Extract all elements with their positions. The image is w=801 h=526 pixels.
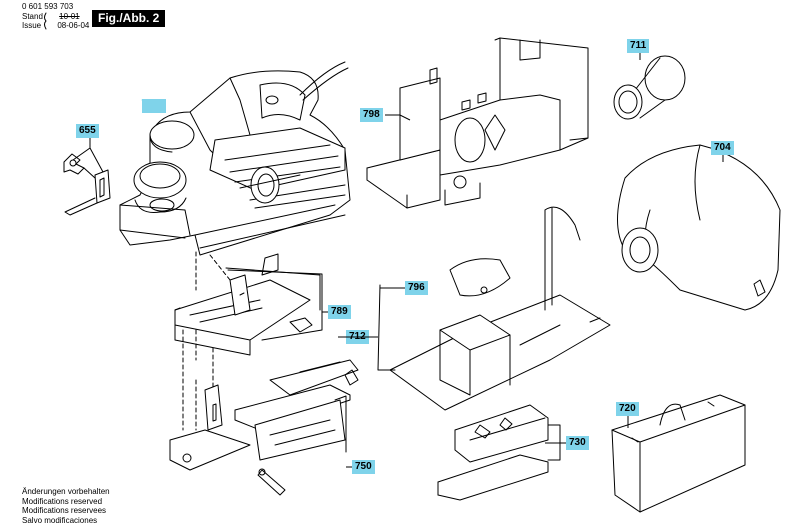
note-es: Salvo modificaciones bbox=[22, 515, 98, 525]
callout-655[interactable]: 655 bbox=[76, 124, 99, 138]
planer-body-drawing bbox=[119, 61, 351, 256]
issue-line: Issue 08-06-04 bbox=[22, 21, 89, 31]
stand-value: 10-01 bbox=[59, 12, 80, 21]
callout-730[interactable]: 730 bbox=[566, 436, 589, 450]
figure-title: Fig./Abb. 2 bbox=[92, 10, 166, 27]
callout-798[interactable]: 798 bbox=[360, 108, 383, 122]
callout-711[interactable]: 711 bbox=[627, 39, 650, 53]
assembly-dashed-lines bbox=[182, 251, 231, 431]
modifications-notes: Änderungen vorbehalten Modifications res… bbox=[22, 487, 110, 525]
fence-750-drawing bbox=[169, 359, 359, 496]
bracket-712-line bbox=[377, 284, 396, 371]
stand-line: Stand 10-01 bbox=[22, 12, 80, 22]
callout-720[interactable]: 720 bbox=[616, 402, 639, 416]
header-brace bbox=[44, 12, 47, 30]
case-720-drawing bbox=[611, 394, 746, 513]
doc-number: 0 601 593 703 bbox=[22, 2, 74, 11]
note-de: Änderungen vorbehalten bbox=[22, 487, 110, 496]
base-712-drawing bbox=[389, 206, 611, 411]
callout-796[interactable]: 796 bbox=[405, 281, 428, 295]
note-en: Modifications reserved bbox=[22, 496, 103, 506]
callout-750[interactable]: 750 bbox=[352, 460, 375, 474]
adapter-711-drawing bbox=[613, 55, 686, 120]
knob-655-drawing bbox=[63, 153, 111, 216]
blank-callout-tag bbox=[142, 99, 166, 113]
issue-value: 08-06-04 bbox=[57, 21, 90, 30]
dust-bag-704-drawing bbox=[617, 144, 781, 311]
bracket-789-line bbox=[227, 269, 323, 341]
note-fr: Modifications reservees bbox=[22, 506, 107, 515]
issue-label: Issue bbox=[22, 21, 42, 30]
callout-789[interactable]: 789 bbox=[328, 305, 351, 319]
callout-704[interactable]: 704 bbox=[711, 141, 734, 155]
fence-798-drawing bbox=[366, 37, 589, 209]
callout-712[interactable]: 712 bbox=[346, 330, 369, 344]
stand-label: Stand bbox=[22, 12, 43, 21]
blocks-730-drawing bbox=[437, 404, 561, 501]
bracket-789-drawing bbox=[174, 253, 321, 356]
